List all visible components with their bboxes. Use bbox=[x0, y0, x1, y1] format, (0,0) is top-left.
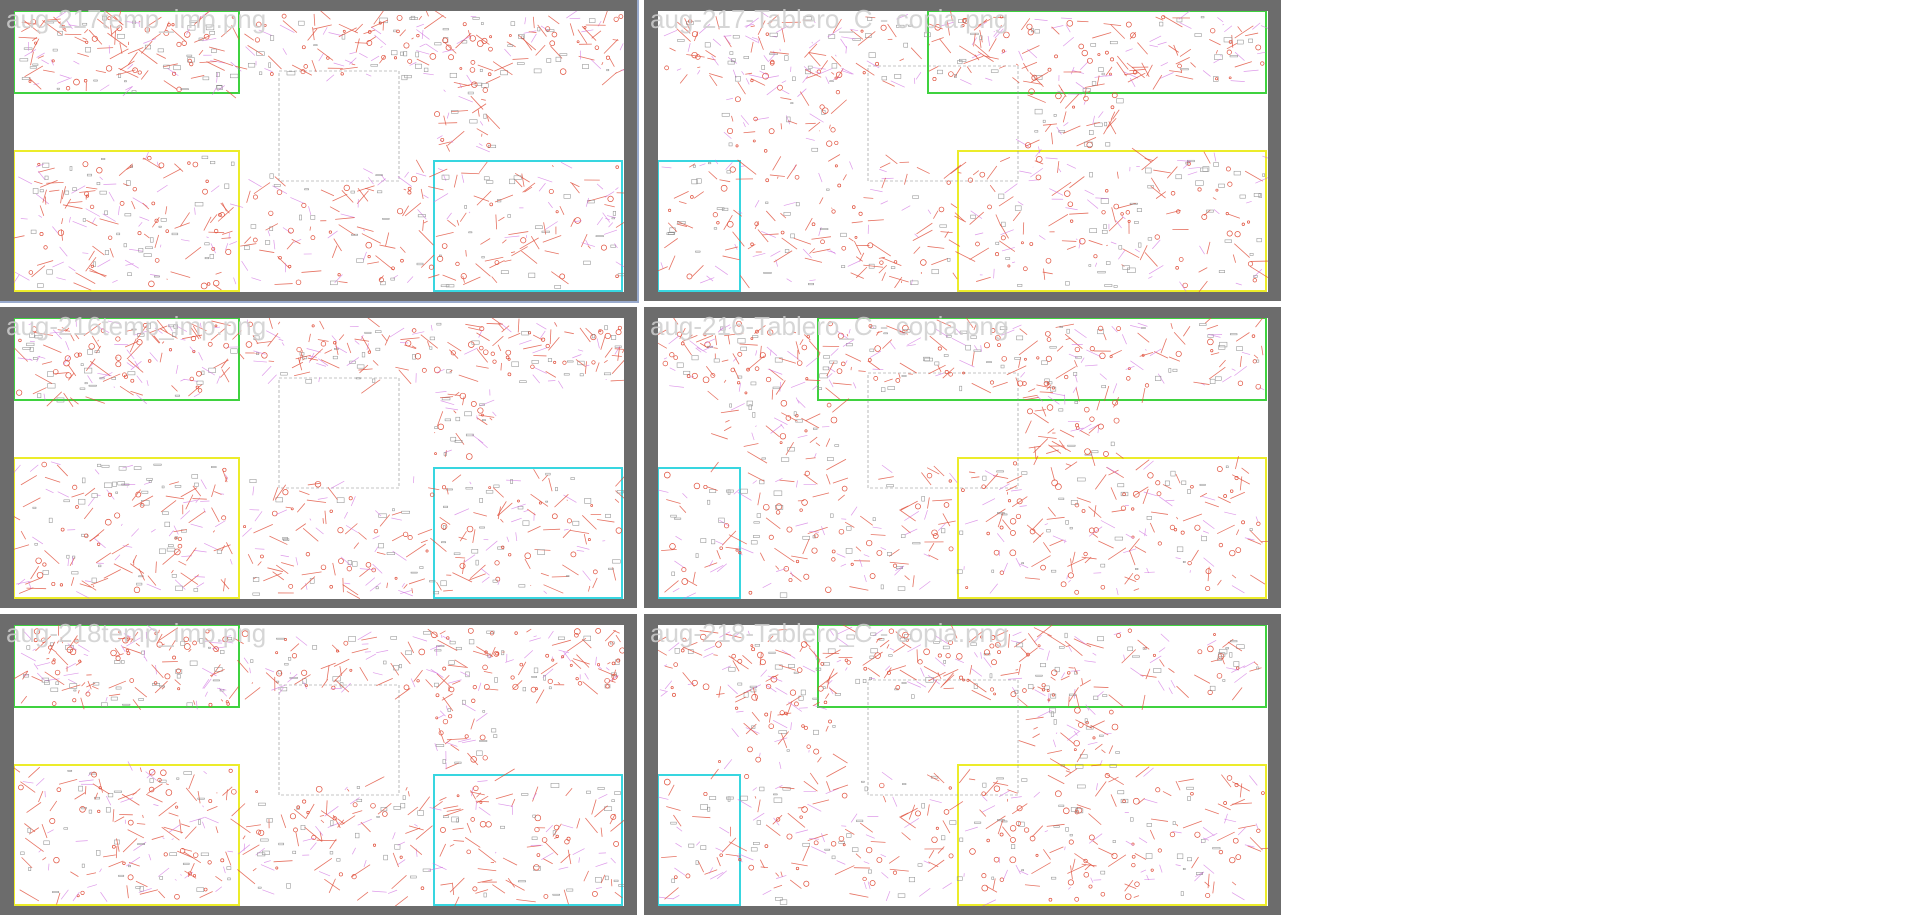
thumbnail-tile[interactable]: aug-217-Tablero_C - copia.png bbox=[644, 0, 1281, 301]
thumbnail-tile[interactable]: aug-216-Tablero_C - copia.png bbox=[644, 307, 1281, 608]
schematic-drawing bbox=[658, 625, 1268, 906]
thumbnail-tile[interactable]: aug-218-Tablero_C - copia.png bbox=[644, 614, 1281, 915]
schematic-image bbox=[14, 625, 624, 906]
schematic-image bbox=[658, 11, 1268, 292]
schematic-image bbox=[14, 11, 624, 292]
thumbnail-tile[interactable]: aug-217temp_imp.png bbox=[0, 0, 639, 303]
image-grid: aug-217temp_imp.png aug-217-Tablero_C - … bbox=[0, 0, 1281, 915]
schematic-drawing bbox=[658, 11, 1268, 292]
schematic-image bbox=[658, 318, 1268, 599]
thumbnail-tile[interactable]: aug-216temp_imp.png bbox=[0, 307, 637, 608]
schematic-drawing bbox=[14, 318, 624, 599]
schematic-drawing bbox=[14, 625, 624, 906]
schematic-image bbox=[658, 625, 1268, 906]
thumbnail-tile[interactable]: aug-218temp_imp.png bbox=[0, 614, 637, 915]
schematic-image bbox=[14, 318, 624, 599]
schematic-drawing bbox=[14, 11, 624, 292]
schematic-drawing bbox=[658, 318, 1268, 599]
